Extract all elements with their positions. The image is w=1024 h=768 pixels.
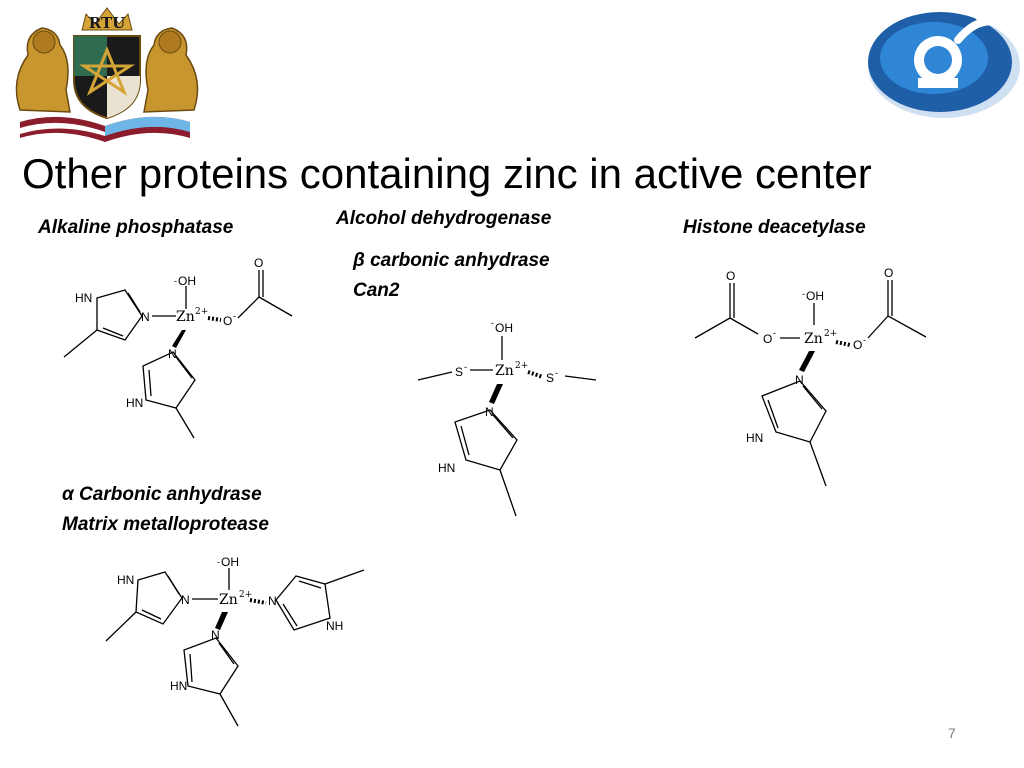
atom-minus: - <box>217 558 220 568</box>
atom-nh: NH <box>326 619 343 633</box>
atom-s: S <box>546 371 554 385</box>
atom-oh: OH <box>806 289 824 303</box>
label-matrix-metalloprotease: Matrix metalloprotease <box>62 514 269 535</box>
atom-o: O <box>726 269 735 283</box>
atom-o: O <box>223 314 232 328</box>
atom-minus: - <box>773 329 776 339</box>
atom-minus: - <box>863 336 866 346</box>
rtu-text: RTU <box>89 14 125 32</box>
atom-oh: OH <box>495 321 513 335</box>
atom-charge: 2+ <box>195 307 208 317</box>
slide-title: Other proteins containing zinc in active… <box>22 150 872 197</box>
atom-charge: 2+ <box>239 590 252 600</box>
emblem-logo <box>868 6 1020 118</box>
atom-minus: - <box>491 319 494 329</box>
right-lion-icon <box>143 27 199 113</box>
atom-hn: HN <box>75 291 92 305</box>
label-histone-deacetylase: Histone deacetylase <box>683 217 866 238</box>
page-number: 7 <box>948 725 956 741</box>
atom-n: N <box>181 593 190 607</box>
label-alkaline-phosphatase: Alkaline phosphatase <box>38 217 234 238</box>
structure-histone-deacetylase <box>694 280 927 487</box>
atom-n: N <box>485 405 494 419</box>
atom-minus: - <box>464 363 467 373</box>
atom-charge: 2+ <box>824 329 837 339</box>
atom-hn: HN <box>117 573 134 587</box>
atom-hn: HN <box>438 461 455 475</box>
label-can2: Can2 <box>353 280 400 301</box>
atom-oh: OH <box>221 555 239 569</box>
atom-oh: OH <box>178 274 196 288</box>
atom-minus: - <box>555 369 558 379</box>
atom-o: O <box>254 256 263 270</box>
atom-minus: - <box>233 312 236 322</box>
structure-beta-carbonic-anhydrase <box>417 336 597 517</box>
left-lion-icon <box>15 27 71 113</box>
atom-s: S <box>455 365 463 379</box>
atom-hn: HN <box>126 396 143 410</box>
atom-n: N <box>141 310 150 324</box>
atom-zn: Zn <box>495 363 514 379</box>
atom-minus: - <box>174 277 177 287</box>
label-alcohol-dehydrogenase: Alcohol dehydrogenase <box>336 208 552 229</box>
atom-n: N <box>211 628 220 642</box>
atom-hn: HN <box>170 679 187 693</box>
atom-zn: Zn <box>219 592 238 608</box>
atom-o: O <box>763 332 772 346</box>
atom-n: N <box>795 373 804 387</box>
atom-n: N <box>168 347 177 361</box>
atom-o: O <box>853 338 862 352</box>
atom-minus: - <box>802 290 805 300</box>
atom-zn: Zn <box>804 331 823 347</box>
label-alpha-carbonic-anhydrase: α Carbonic anhydrase <box>62 484 262 505</box>
label-beta-carbonic-anhydrase: β carbonic anhydrase <box>353 250 550 271</box>
atom-o: O <box>884 266 893 280</box>
structure-alkaline-phosphatase <box>63 270 293 439</box>
atom-zn: Zn <box>176 309 195 325</box>
structure-alpha-carbonic-anhydrase <box>105 568 365 727</box>
atom-hn: HN <box>746 431 763 445</box>
rtu-logo: RTU <box>0 0 214 152</box>
atom-n: N <box>268 594 277 608</box>
atom-charge: 2+ <box>515 361 528 371</box>
